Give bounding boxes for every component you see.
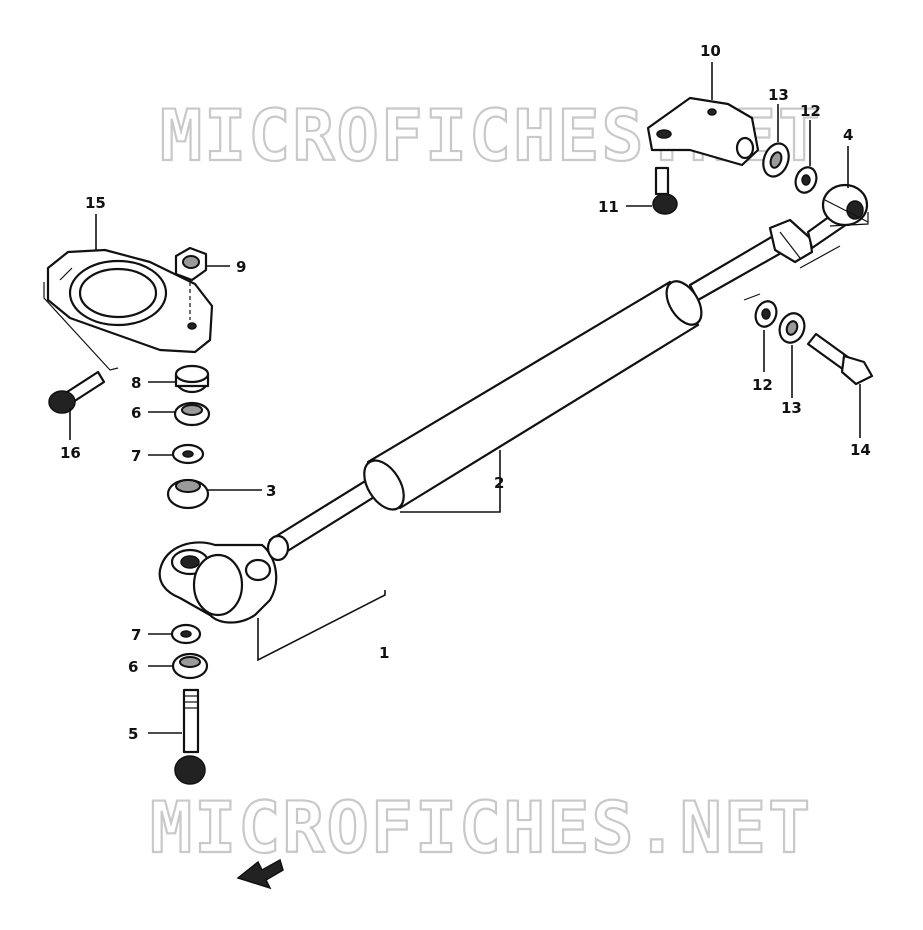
callout-12-lower: 12: [752, 376, 773, 394]
callout-6-upper: 6: [131, 404, 141, 422]
leader-lines: [43, 62, 869, 734]
collar-lower: [171, 652, 209, 680]
rod-end: [821, 183, 869, 227]
damper-cylinder: [366, 280, 700, 510]
washer-upper: [171, 443, 205, 465]
collar-upper: [173, 401, 211, 427]
callout-16: 16: [60, 444, 81, 462]
callouts: 1 2 3 4 5 6 6 7 7 8 9 10 11 12 12 13 13 …: [60, 42, 871, 743]
callout-13-upper: 13: [768, 86, 789, 104]
callout-8: 8: [131, 374, 141, 392]
callout-1: 1: [379, 644, 389, 662]
nut: [174, 246, 208, 320]
callout-14: 14: [850, 441, 871, 459]
bracket-bolt: [652, 166, 678, 215]
upper-bracket: [646, 96, 760, 167]
cylinder-end-cap: [363, 459, 405, 511]
callout-2: 2: [494, 474, 504, 492]
callout-15: 15: [85, 194, 106, 212]
callout-7-lower: 7: [131, 626, 141, 644]
callout-3: 3: [266, 482, 276, 500]
lock-nut: [768, 218, 814, 264]
cushion: [166, 478, 210, 510]
callout-10: 10: [700, 42, 721, 60]
lower-bolt: [174, 688, 206, 785]
callout-11: 11: [598, 198, 619, 216]
rod-end-bolt: [806, 332, 874, 386]
callout-6-lower: 6: [128, 658, 138, 676]
watermark-bottom: MICROFICHES.NET: [150, 787, 812, 869]
cylinder-top-cap: [665, 280, 703, 326]
callout-5: 5: [128, 725, 138, 743]
callout-7-upper: 7: [131, 447, 141, 465]
damper-assembly: [158, 204, 852, 624]
front-arrow-icon: [236, 858, 284, 890]
callout-4: 4: [843, 126, 853, 144]
handlebar-clamp: [46, 248, 214, 354]
callout-13-lower: 13: [781, 399, 802, 417]
washer-lower: [170, 623, 202, 645]
callout-9: 9: [236, 258, 246, 276]
spacer: [174, 364, 210, 394]
clamp-bolt: [48, 370, 106, 414]
callout-12-upper: 12: [800, 102, 821, 120]
clevis-boss: [192, 553, 244, 617]
